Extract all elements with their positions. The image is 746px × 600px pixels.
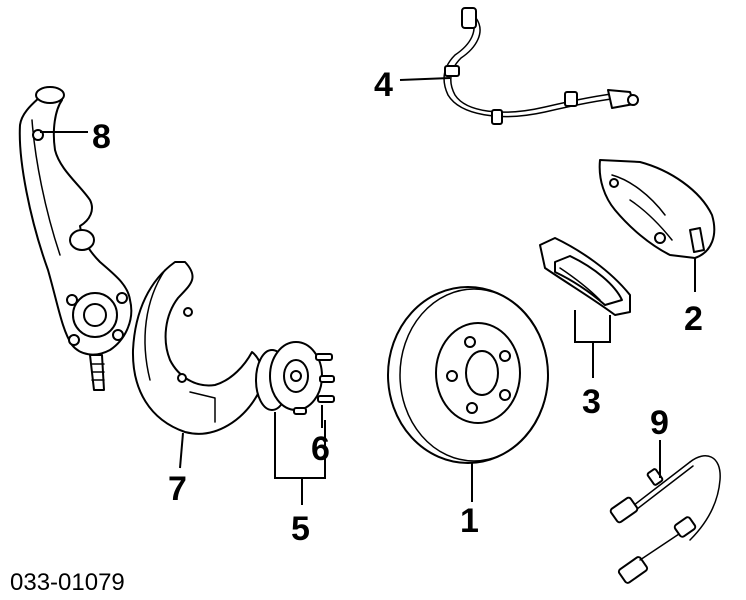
leader-7 (179, 432, 184, 469)
callout-1: 1 (460, 502, 479, 540)
callout-8: 8 (92, 118, 111, 156)
splash-shield (131, 261, 264, 435)
diagram-id: 033-01079 (10, 569, 125, 596)
abs-sensor-cable (443, 7, 639, 125)
brake-hose (609, 455, 721, 584)
callout-5: 5 (291, 510, 310, 548)
callout-2: 2 (684, 300, 703, 338)
caliper-bracket (598, 159, 716, 259)
wheel-studs (293, 353, 335, 415)
leader-4 (399, 77, 451, 81)
callout-9: 9 (650, 404, 669, 442)
leader-5 (274, 412, 326, 505)
callout-4: 4 (374, 66, 393, 104)
brake-pads (539, 237, 631, 316)
callout-7: 7 (168, 470, 187, 508)
callout-6: 6 (311, 430, 330, 468)
leader-lines (40, 77, 696, 505)
callout-3: 3 (582, 383, 601, 421)
steering-knuckle (18, 86, 133, 391)
callout-labels: 1 2 3 4 5 6 7 8 9 (92, 66, 703, 548)
hub-bearing-assembly (255, 341, 323, 411)
brake-rotor (387, 286, 549, 464)
leader-3 (574, 310, 611, 378)
